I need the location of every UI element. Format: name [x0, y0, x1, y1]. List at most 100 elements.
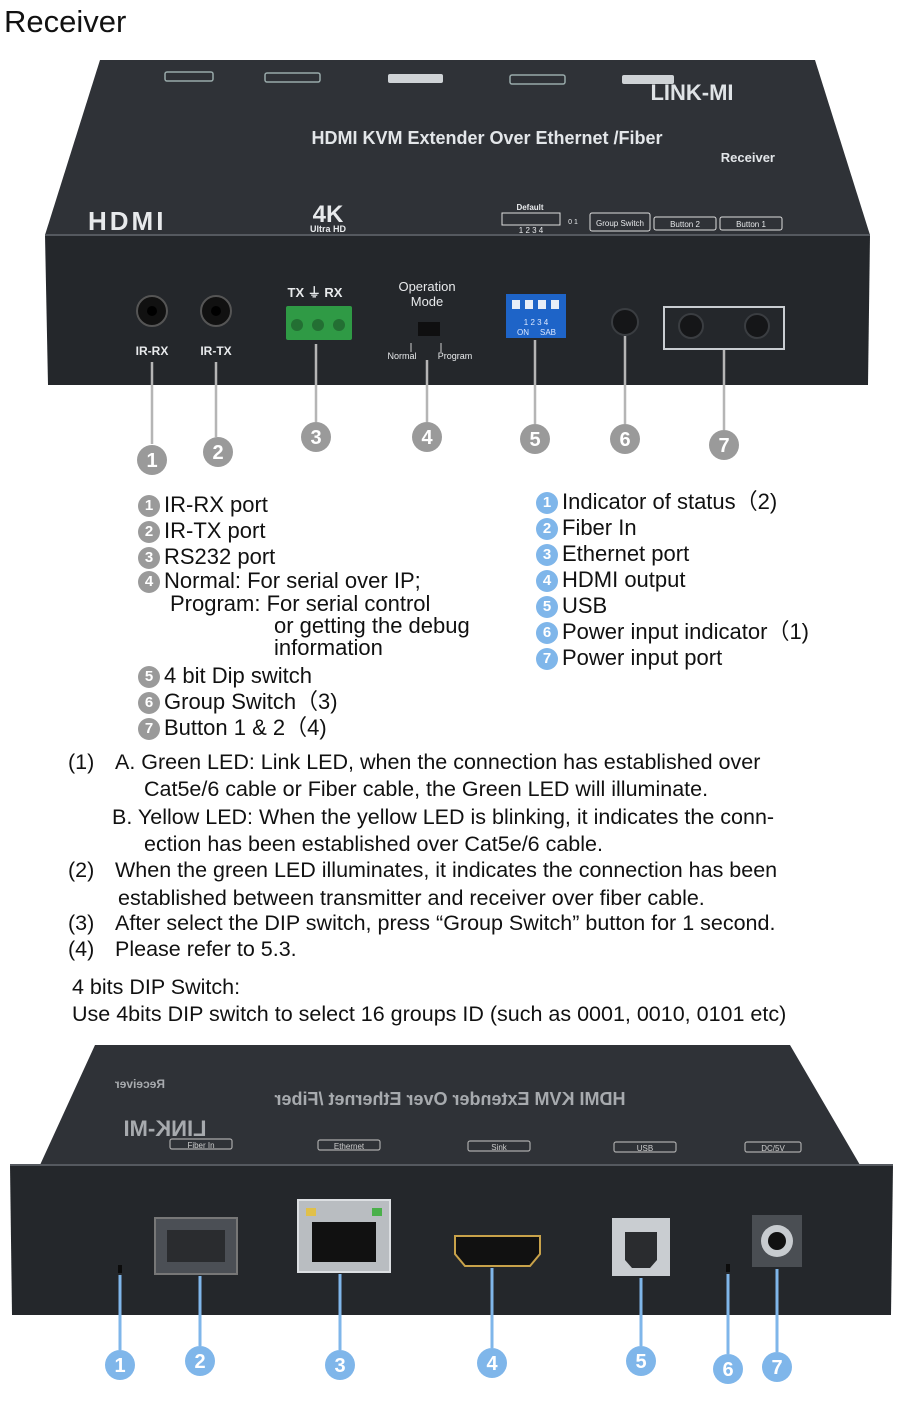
group-switch-button — [611, 308, 639, 336]
ir-rx-label: IR-RX — [136, 344, 169, 358]
legend-badge: 2 — [138, 521, 160, 543]
mirrored-title: HDMI KVM Extender Over Ethernet /Fiber — [274, 1089, 625, 1109]
rear-callout-3: 3 — [334, 1355, 345, 1377]
group-switch-label: Group Switch — [596, 219, 644, 228]
dip-info-heading: 4 bits DIP Switch: — [72, 975, 241, 999]
button-box — [663, 306, 785, 350]
legend-badge: 6 — [536, 622, 558, 644]
label-ethernet: Ethernet — [334, 1142, 365, 1151]
hdmi-output-port — [454, 1235, 541, 1267]
rear-callout-2: 2 — [194, 1351, 205, 1373]
legend-badge: 3 — [536, 544, 558, 566]
legend-badge: 4 — [536, 570, 558, 592]
page-title: Receiver — [4, 4, 127, 39]
legend-badge: 1 — [138, 495, 160, 517]
button-1-label: Button 1 — [736, 220, 766, 229]
hdmi-logo: HDMI — [88, 206, 166, 236]
note-1b-line-1: B. Yellow LED: When the yellow LED is bl… — [112, 805, 775, 829]
front-panel-image: LINK-MI HDMI KVM Extender Over Ethernet … — [45, 60, 870, 475]
rear-callout-7: 7 — [771, 1357, 782, 1379]
legend-badge: 7 — [138, 718, 160, 740]
ultra-hd-logo: Ultra HD — [310, 224, 347, 234]
4k-logo: 4K — [313, 201, 344, 228]
rear-device-face — [10, 1165, 893, 1315]
normal-label: Normal — [387, 351, 416, 361]
rear-callout-1: 1 — [114, 1355, 125, 1377]
note-3-mark: (3) — [68, 911, 95, 935]
rear-port-labels: Fiber In Ethernet Sink USB DC/5V — [169, 1138, 802, 1153]
dip-info-text: Use 4bits DIP switch to select 16 groups… — [72, 1002, 787, 1026]
dip-on-off-legend: 0 1 — [568, 219, 578, 226]
note-4-line-1: Please refer to 5.3. — [115, 937, 297, 961]
mirrored-brand: LINK-MI — [123, 1116, 206, 1141]
status-indicator-led — [118, 1265, 122, 1273]
rear-callout-lines — [118, 1268, 779, 1354]
legend-badge: 6 — [138, 692, 160, 714]
device-subtitle: Receiver — [721, 150, 775, 165]
note-2-line-1: When the green LED illuminates, it indic… — [115, 858, 778, 882]
ir-tx-label: IR-TX — [200, 344, 231, 358]
note-1a-line-2: Cat5e/6 cable or Fiber cable, the Green … — [144, 777, 709, 801]
front-callout-6: 6 — [619, 429, 630, 451]
label-sink: Sink — [491, 1143, 508, 1152]
device-title: HDMI KVM Extender Over Ethernet /Fiber — [311, 128, 662, 148]
operation-mode-label-2: Mode — [411, 294, 444, 309]
front-callout-1: 1 — [146, 450, 157, 472]
tx-rx-label: TX ⏚ RX — [288, 285, 343, 300]
operation-mode-label-1: Operation — [398, 279, 455, 294]
note-1b-line-2: ection has been established over Cat5e/6… — [144, 832, 603, 856]
brand-logo: LINK-MI — [650, 80, 733, 105]
program-label: Program — [438, 351, 473, 361]
device-front-face — [45, 235, 870, 385]
legend-badge: 5 — [536, 596, 558, 618]
label-dc5v: DC/5V — [761, 1144, 785, 1153]
note-3-line-1: After select the DIP switch, press “Grou… — [115, 911, 776, 935]
front-callout-badges: 1 2 3 4 5 6 7 — [137, 422, 739, 475]
dip-sab-label: SAB — [540, 328, 556, 337]
device-top-surface — [45, 60, 870, 235]
front-callout-lines — [150, 336, 726, 444]
front-callout-2: 2 — [212, 442, 223, 464]
front-callout-3: 3 — [310, 427, 321, 449]
note-1a-line-1: A. Green LED: Link LED, when the connect… — [115, 750, 761, 774]
front-callout-7: 7 — [718, 435, 729, 457]
dip-default-label: Default — [516, 203, 543, 212]
rear-callout-badges: 1 2 3 4 5 6 7 — [105, 1346, 792, 1384]
legend-badge: 4 — [138, 571, 160, 593]
label-usb: USB — [637, 1144, 653, 1153]
legend-badge: 2 — [536, 518, 558, 540]
rear-callout-5: 5 — [635, 1351, 646, 1373]
rear-callout-4: 4 — [486, 1353, 498, 1375]
button-1 — [744, 313, 770, 339]
note-2-mark: (2) — [68, 858, 95, 882]
label-fiber-in: Fiber In — [187, 1141, 214, 1150]
button-2 — [678, 313, 704, 339]
group-switch-label-box — [589, 212, 651, 232]
dip-on-label: ON — [517, 328, 529, 337]
operation-mode-switch — [418, 322, 440, 336]
legend-badge: 1 — [536, 492, 558, 514]
button-2-label: Button 2 — [670, 220, 700, 229]
dip-block-numbers: 1 2 3 4 — [524, 318, 549, 327]
note-4-mark: (4) — [68, 937, 95, 961]
legend-badge: 7 — [536, 648, 558, 670]
note-1-mark: (1) — [68, 750, 95, 774]
legend-badge: 5 — [138, 666, 160, 688]
legend-badge: 3 — [138, 547, 160, 569]
front-callout-4: 4 — [421, 427, 433, 449]
